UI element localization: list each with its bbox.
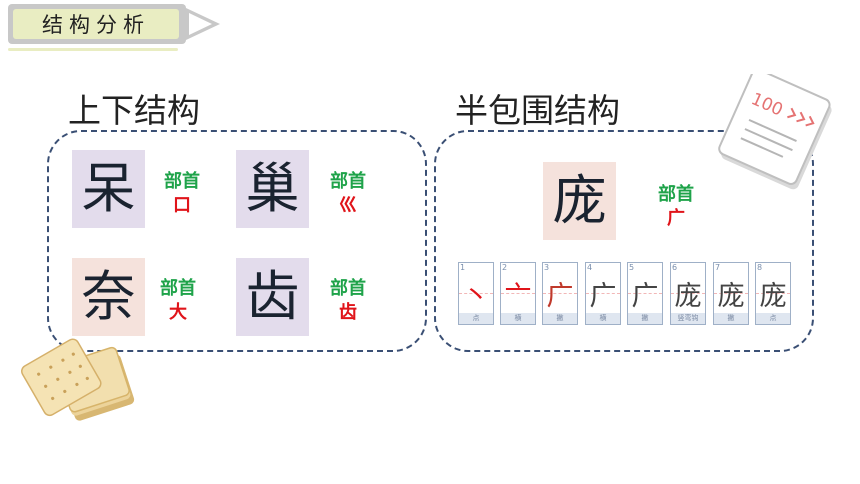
tag-arrow-icon [186, 8, 220, 40]
guide-line [586, 293, 620, 294]
stroke-name: 横 [501, 313, 535, 324]
radical-4: 部首 齿 [318, 277, 378, 325]
char-box-2: 巢 [236, 150, 309, 228]
guide-line [543, 293, 577, 294]
stroke-name: 撇 [628, 313, 662, 324]
score-paper-icon: 100 [718, 74, 832, 190]
stroke-glyph: 亠 [504, 280, 532, 312]
stroke-cell-2: 2 亠 横 [500, 262, 536, 325]
stroke-number: 8 [757, 263, 763, 272]
stroke-glyph: 庞 [759, 280, 787, 312]
stroke-cell-7: 7 庞 撇 [713, 262, 749, 325]
char-pang: 庞 [552, 169, 607, 232]
char-dai: 呆 [81, 157, 136, 220]
stroke-name: 点 [756, 313, 790, 324]
stroke-name: 撇 [543, 313, 577, 324]
stroke-name: 横 [586, 313, 620, 324]
stroke-cell-1: 1 丶 点 [458, 262, 494, 325]
stroke-number: 7 [715, 263, 721, 272]
stroke-glyph: 广 [631, 280, 659, 312]
guide-line [671, 293, 705, 294]
radical-3: 部首 大 [148, 277, 208, 325]
radical-value: 巛 [339, 195, 357, 216]
stroke-name: 点 [459, 313, 493, 324]
stroke-glyph: 庞 [674, 280, 702, 312]
section-tag-label: 结构分析 [42, 13, 150, 37]
radical-1: 部首 口 [152, 170, 212, 218]
char-chao: 巢 [245, 157, 300, 220]
guide-line [756, 293, 790, 294]
stroke-glyph: 广 [589, 280, 617, 312]
stroke-number: 2 [502, 263, 508, 272]
stroke-cell-8: 8 庞 点 [755, 262, 791, 325]
radical-label: 部首 [330, 278, 366, 299]
guide-line [628, 293, 662, 294]
crackers-icon [21, 338, 135, 421]
char-chi: 齿 [245, 265, 300, 328]
char-nai: 奈 [81, 265, 136, 328]
stroke-number: 4 [587, 263, 593, 272]
stroke-cell-5: 5 广 撇 [627, 262, 663, 325]
radical-value: 大 [169, 302, 187, 323]
guide-line [714, 293, 748, 294]
stroke-name: 竖弯钩 [671, 313, 705, 324]
section-tag: 结构分析 [8, 4, 186, 44]
stroke-glyph: 广 [546, 280, 574, 312]
stroke-number: 1 [460, 263, 466, 272]
radical-label: 部首 [160, 278, 196, 299]
stroke-glyph: 丶 [462, 280, 490, 312]
radical-label: 部首 [330, 171, 366, 192]
half-surround-structure-title: 半包围结构 [455, 91, 620, 130]
left-panel [47, 130, 427, 352]
stroke-cell-6: 6 庞 竖弯钩 [670, 262, 706, 325]
tag-underline [8, 48, 178, 51]
radical-label: 部首 [164, 171, 200, 192]
radical-label: 部首 [658, 184, 694, 205]
right-panel [434, 130, 814, 352]
stroke-cell-4: 4 广 横 [585, 262, 621, 325]
top-bottom-structure-title: 上下结构 [68, 91, 200, 130]
stroke-number: 3 [544, 263, 550, 272]
radical-value: 口 [173, 195, 191, 216]
stroke-number: 6 [672, 263, 678, 272]
radical-pang: 部首 广 [646, 183, 706, 231]
char-box-1: 呆 [72, 150, 145, 228]
radical-value: 齿 [339, 302, 357, 323]
char-box-pang: 庞 [543, 162, 616, 240]
stroke-cell-3: 3 广 撇 [542, 262, 578, 325]
stroke-glyph: 庞 [717, 280, 745, 312]
stroke-name: 撇 [714, 313, 748, 324]
char-box-3: 奈 [72, 258, 145, 336]
radical-value: 广 [667, 208, 685, 229]
section-tag-inner: 结构分析 [13, 9, 179, 39]
guide-line [459, 293, 493, 294]
char-box-4: 齿 [236, 258, 309, 336]
radical-2: 部首 巛 [318, 170, 378, 218]
guide-line [501, 293, 535, 294]
stroke-number: 5 [629, 263, 635, 272]
